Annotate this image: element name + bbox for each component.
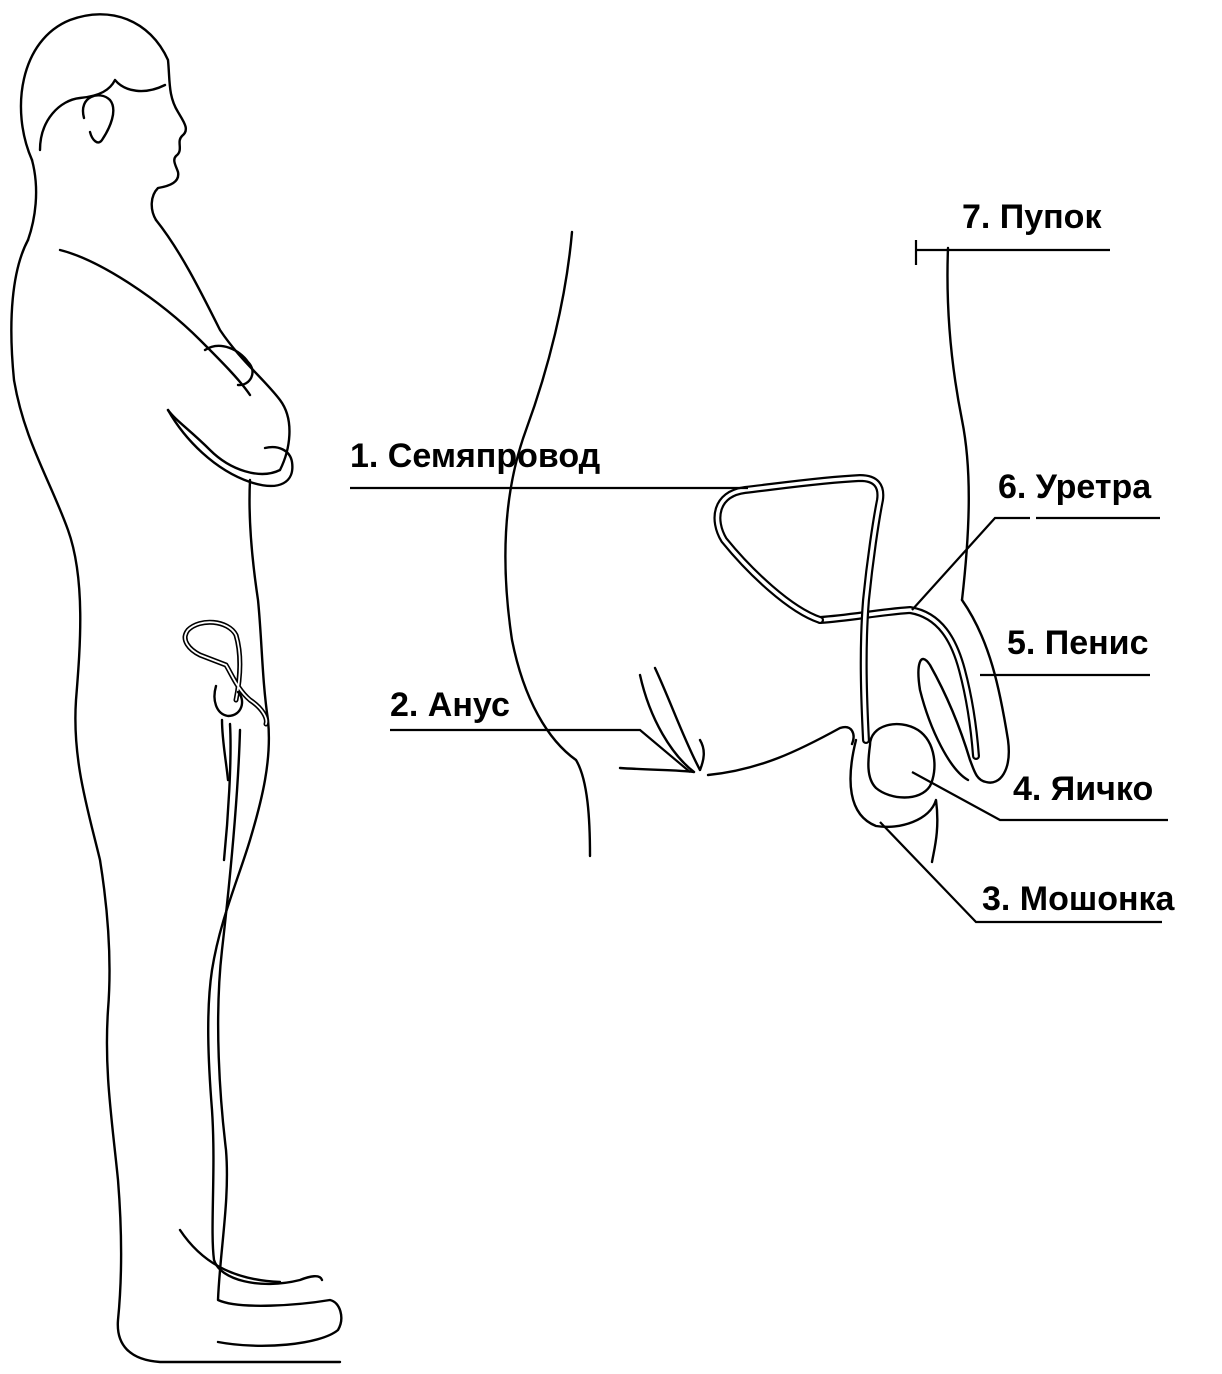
- scrotum-outline: [851, 740, 938, 862]
- urethra-leader: [912, 518, 1160, 610]
- figure-head-outline: [21, 14, 186, 220]
- standing-figure: [11, 14, 341, 1362]
- label-navel: 7. Пупок: [962, 198, 1102, 236]
- abdomen-outline: [948, 248, 969, 600]
- anus-leader: [390, 730, 690, 772]
- figure-front-outline: [208, 480, 322, 1284]
- figure-forearm: [168, 410, 292, 486]
- buttock-outline: [505, 232, 590, 856]
- figure-back-outline: [11, 240, 340, 1362]
- figure-near-leg: [218, 730, 341, 1346]
- leader-lines: [350, 250, 1168, 922]
- testis-outline: [868, 724, 934, 797]
- label-urethra: 6. Уретра: [998, 468, 1152, 506]
- perineum-line: [708, 727, 854, 775]
- urethra-duct: [820, 610, 976, 756]
- pelvis-cross-section: [505, 232, 1008, 862]
- label-testis: 4. Яичко: [1013, 770, 1153, 808]
- vas-deferens-duct: [717, 478, 880, 740]
- label-penis: 5. Пенис: [1007, 624, 1149, 662]
- figure-ear: [83, 95, 113, 142]
- label-anus: 2. Анус: [390, 686, 510, 724]
- anus-fold: [620, 675, 694, 772]
- figure-arm-upper: [60, 250, 250, 395]
- labels: 1. Семяпровод 2. Анус 3. Мошонка 4. Яичк…: [350, 198, 1176, 918]
- figure-far-foot: [180, 1230, 280, 1282]
- label-vas-deferens: 1. Семяпровод: [350, 437, 600, 475]
- anus-fold-inner: [655, 668, 704, 770]
- label-scrotum: 3. Мошонка: [982, 880, 1176, 918]
- figure-back-neck: [28, 160, 36, 240]
